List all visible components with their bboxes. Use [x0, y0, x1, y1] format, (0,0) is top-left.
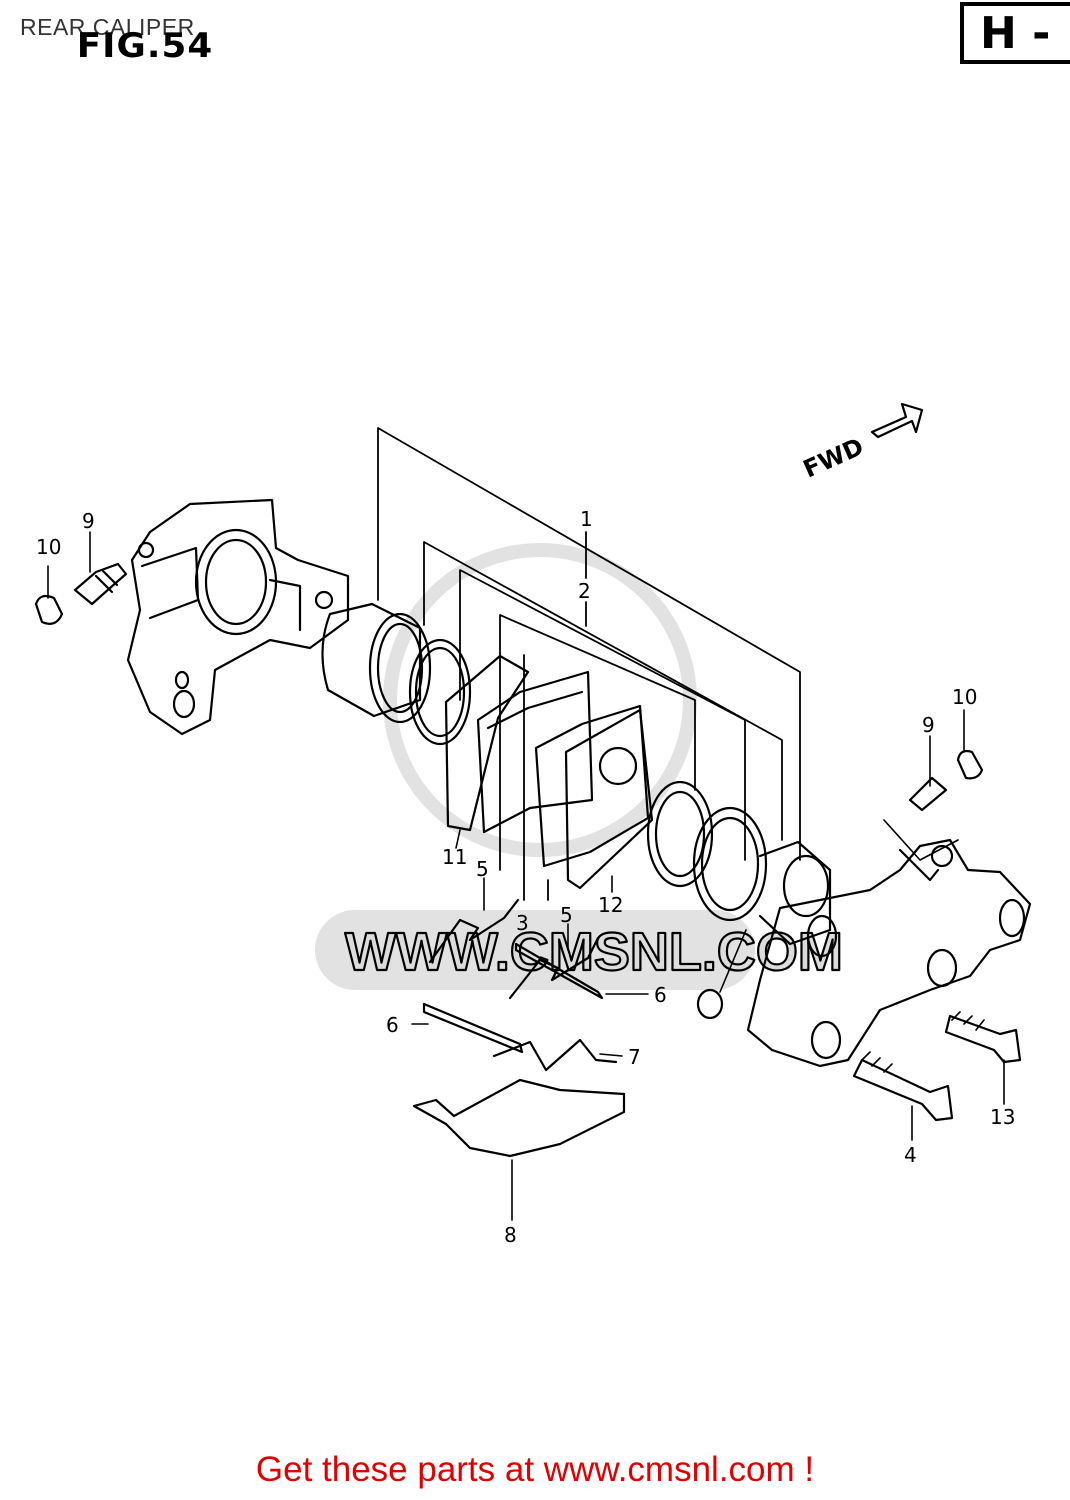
right-bleeder-cap: [956, 749, 984, 780]
mounting-bolts: [852, 1011, 1022, 1122]
callout-5-right: 5: [560, 903, 573, 927]
callout-9-left: 9: [82, 509, 95, 533]
right-bleeder-valve: [883, 749, 984, 861]
callout-10-left: 10: [36, 535, 61, 559]
callout-9-right: 9: [922, 713, 935, 737]
left-bleeder-valve: [34, 562, 128, 625]
pad-shim-11: [444, 654, 530, 832]
brake-pads: [444, 654, 654, 890]
diagram-caption: REAR CALIPER: [20, 14, 195, 40]
leader-lines: [47, 531, 1005, 1221]
right-caliper-body: [746, 838, 1032, 1068]
pad-shim-12: [564, 708, 654, 890]
callout-13: 13: [990, 1105, 1015, 1129]
pad-pins: [422, 942, 604, 1054]
callout-3: 3: [516, 911, 529, 935]
bolt-4: [852, 1058, 954, 1122]
kit-bracket-lines: [377, 427, 801, 901]
callout-4: 4: [904, 1143, 917, 1167]
section-code: H -: [980, 8, 1051, 59]
callout-2: 2: [578, 579, 591, 603]
parts-store-link[interactable]: Get these parts at www.cmsnl.com !: [255, 1450, 815, 1489]
washer: [696, 988, 724, 1020]
brake-pad-right: [534, 704, 650, 868]
callout-1: 1: [580, 507, 593, 531]
left-bleeder-cap: [34, 594, 64, 625]
pad-cover: [412, 1078, 626, 1158]
figure-number: FIG.54: [76, 26, 214, 66]
bolt-13: [944, 1014, 1022, 1064]
callout-5-left: 5: [476, 857, 489, 881]
callout-11: 11: [442, 845, 467, 869]
callout-6-right: 6: [654, 983, 667, 1007]
pad-springs: [428, 898, 600, 1000]
callout-10-right: 10: [952, 685, 977, 709]
left-caliper-body: [126, 498, 350, 736]
watermark-text: WWW.CMSNL.COM: [345, 922, 843, 982]
left-piston-and-seals: [321, 602, 472, 746]
callout-8: 8: [504, 1223, 517, 1247]
watermark: WWW.CMSNL.COM: [315, 543, 844, 990]
forward-direction-indicator: FWD: [799, 402, 924, 483]
right-piston-and-seals: [646, 780, 832, 1020]
callout-6-left: 6: [386, 1013, 399, 1037]
section-code-box: H -: [960, 2, 1070, 64]
clip-and-cover: [412, 1038, 626, 1158]
exploded-parts-diagram: WWW.CMSNL.COM FWD: [34, 402, 1032, 1247]
fwd-label: FWD: [799, 432, 868, 483]
clip: [492, 1038, 618, 1072]
callout-labels: 1 2 3 4 5 5 6 6 7 8 9 9 10 10 11 12 13: [36, 507, 1015, 1247]
forward-arrow-icon: [870, 402, 924, 439]
callout-12: 12: [598, 893, 623, 917]
brake-pad-left: [476, 670, 594, 834]
callout-7: 7: [628, 1045, 641, 1069]
